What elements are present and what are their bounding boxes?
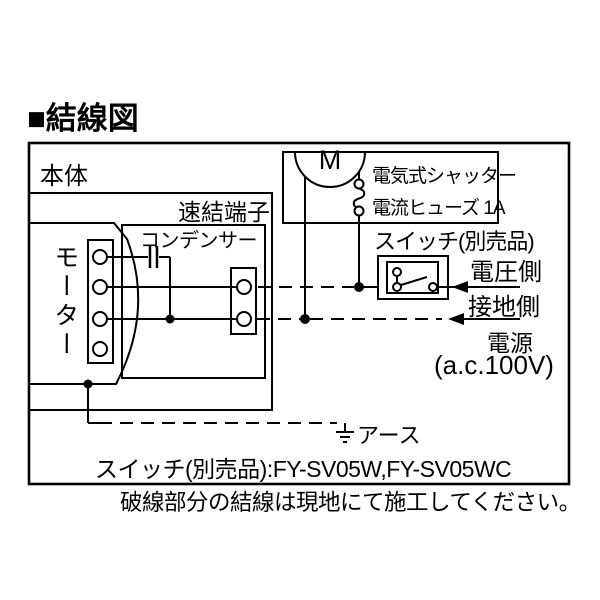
current-fuse-label: 電流ヒューズ 1A <box>372 197 506 219</box>
power-source-label: 電源 <box>487 330 533 356</box>
page-title: ■結線図 <box>27 101 139 136</box>
switch-symbol <box>392 267 402 277</box>
earth-label: アース <box>357 423 421 448</box>
ground-arrow-icon <box>448 313 464 325</box>
voltage-side-label: 電圧側 <box>470 259 542 286</box>
terminal-circle <box>236 311 252 327</box>
terminal-circle <box>92 279 108 295</box>
switch-label: スイッチ(別売品) <box>374 229 534 254</box>
junction-dot <box>300 314 310 324</box>
fuse-icon <box>352 187 366 210</box>
fuse-icon <box>353 178 365 190</box>
switch-blade <box>400 276 428 286</box>
main-unit-label: 本体 <box>40 163 88 190</box>
terminal-circle <box>236 279 252 295</box>
terminal-circle <box>92 249 108 265</box>
shutter-motor-symbol: M <box>319 145 342 175</box>
note-caption: 破線部分の結線は現地にて施工してください。 <box>120 490 581 515</box>
power-voltage-label: (a.c.100V) <box>434 350 554 380</box>
terminal-circle <box>92 341 108 357</box>
main-unit-boundary <box>29 192 273 411</box>
capacitor-label: コンデンサー <box>140 229 257 252</box>
diagram-frame <box>27 141 571 486</box>
shutter-box <box>282 151 499 224</box>
shutter-motor-circle <box>294 151 366 188</box>
quick-terminal-label: 速結端子 <box>178 199 270 225</box>
switch-symbol <box>428 282 438 292</box>
quick-terminal-box <box>121 224 266 379</box>
motor-terminal-strip <box>87 239 114 364</box>
voltage-arrow-icon <box>452 281 468 293</box>
switch-models-label: スイッチ(別売品):FY-SV05W,FY-SV05WC <box>95 456 511 482</box>
motor-label: モーター <box>51 244 79 360</box>
switch-box-inner <box>386 261 439 294</box>
switch-symbol <box>392 282 402 292</box>
output-terminal-block <box>230 267 257 335</box>
fuse-icon <box>353 205 365 217</box>
switch-box-outer <box>377 255 449 300</box>
terminal-circle <box>92 311 108 327</box>
electric-shutter-label: 電気式シャッター <box>372 165 516 187</box>
ground-side-label: 接地側 <box>468 294 540 321</box>
